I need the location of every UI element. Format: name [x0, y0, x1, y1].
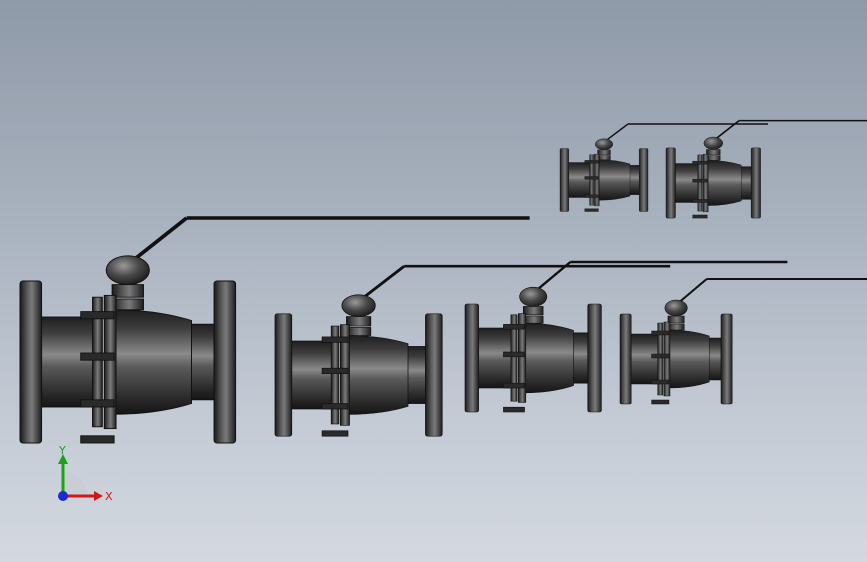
valve-smaller[interactable] [618, 277, 867, 406]
coordinate-triad: Y X [58, 444, 113, 503]
y-arrowhead-icon [58, 454, 68, 464]
x-axis-label: X [105, 490, 113, 503]
y-axis-label: Y [58, 444, 66, 457]
x-arrowhead-icon [94, 491, 103, 501]
z-axis-dot-icon [58, 491, 68, 501]
triad-plane-icon [63, 472, 87, 496]
valve-tiny-2[interactable] [665, 119, 867, 219]
